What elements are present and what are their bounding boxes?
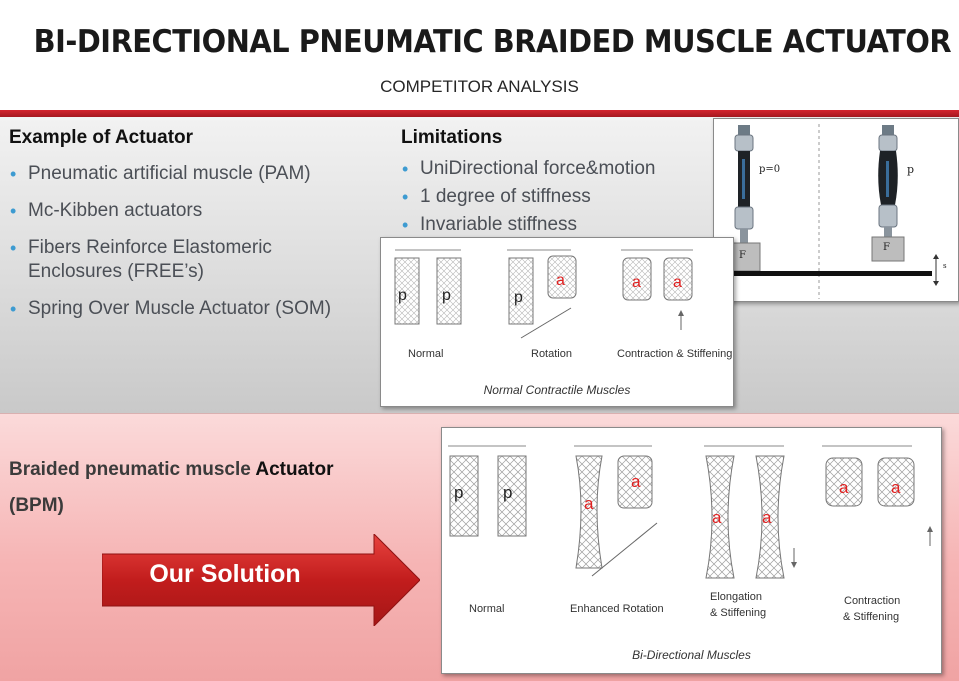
limitations-item: 1 degree of stiffness (400, 183, 720, 211)
solution-text-part2: Actuator (255, 459, 334, 480)
slide-title: BI-DIRECTIONAL PNEUMATIC BRAIDED MUSCLE … (33, 24, 952, 60)
caption-contraction-stiffening: & Stiffening (843, 611, 900, 623)
caption-contraction-stiffening: Contraction & Stiffening (617, 348, 733, 360)
actuation-letter: a (839, 478, 849, 497)
slide-subtitle: COMPETITOR ANALYSIS (380, 77, 579, 96)
limitations-item: UniDirectional force&motion (400, 155, 720, 183)
examples-list: Pneumatic artificial muscle (PAM) Mc-Kib… (8, 162, 378, 321)
caption-elongation: Elongation (710, 591, 762, 603)
actuation-letter: a (712, 508, 722, 527)
force-label-right: F (883, 242, 890, 253)
caption-elongation-stiffening: & Stiffening (710, 607, 767, 619)
pressure-zero-label: p=0 (759, 164, 781, 175)
bidirectional-muscles-diagram (448, 445, 933, 579)
pressure-letter: p (454, 483, 464, 502)
examples-item: Spring Over Muscle Actuator (SOM) (8, 297, 378, 321)
limitations-list: UniDirectional force&motion 1 degree of … (400, 155, 720, 239)
solution-description: Braided pneumatic muscle Actuator (9, 452, 334, 488)
figure-title-normal: Normal Contractile Muscles (483, 383, 631, 397)
pressure-letter: p (442, 287, 451, 304)
pressure-letter: p (503, 483, 513, 502)
limitations-item: Invariable stiffness (400, 211, 720, 239)
pressure-letter: p (514, 289, 523, 306)
examples-heading: Example of Actuator (9, 127, 194, 148)
normal-muscles-diagram (394, 249, 693, 339)
pressure-letter: p (398, 287, 407, 304)
actuation-letter: a (584, 494, 594, 513)
solution-abbreviation: (BPM) (9, 495, 64, 516)
limitations-heading: Limitations (401, 127, 503, 148)
caption-rotation: Rotation (531, 348, 572, 360)
actuation-letter: a (556, 272, 565, 289)
actuation-letter: a (891, 478, 901, 497)
header-divider (0, 110, 959, 117)
force-test-figure: p=0 p F F s (713, 118, 959, 302)
pressure-label: p (907, 163, 915, 176)
force-test-diagram (720, 124, 939, 299)
bidirectional-muscles-figure: p p a a a a a a Normal Enhanced Rotation… (441, 427, 942, 674)
examples-item: Pneumatic artificial muscle (PAM) (8, 162, 378, 186)
figure-title-bidirectional: Bi-Directional Muscles (632, 648, 751, 662)
caption-normal: Normal (469, 603, 505, 615)
force-label-left: F (739, 250, 746, 261)
caption-enhanced-rotation: Enhanced Rotation (570, 603, 664, 615)
actuation-letter: a (673, 274, 682, 291)
examples-item: Mc-Kibben actuators (8, 199, 378, 223)
actuation-letter: a (762, 508, 772, 527)
solution-text-part1: Braided pneumatic muscle (9, 459, 251, 480)
normal-muscles-figure: p p p a a a Normal Rotation Contraction … (380, 237, 734, 407)
actuation-letter: a (631, 472, 641, 491)
caption-contraction: Contraction (844, 595, 901, 607)
displacement-label: s (943, 262, 947, 270)
our-solution-arrow (102, 534, 420, 626)
actuation-letter: a (632, 274, 641, 291)
our-solution-label: Our Solution (149, 560, 301, 588)
caption-normal: Normal (408, 348, 444, 360)
examples-item: Fibers Reinforce Elastomeric Enclosures … (8, 236, 328, 284)
